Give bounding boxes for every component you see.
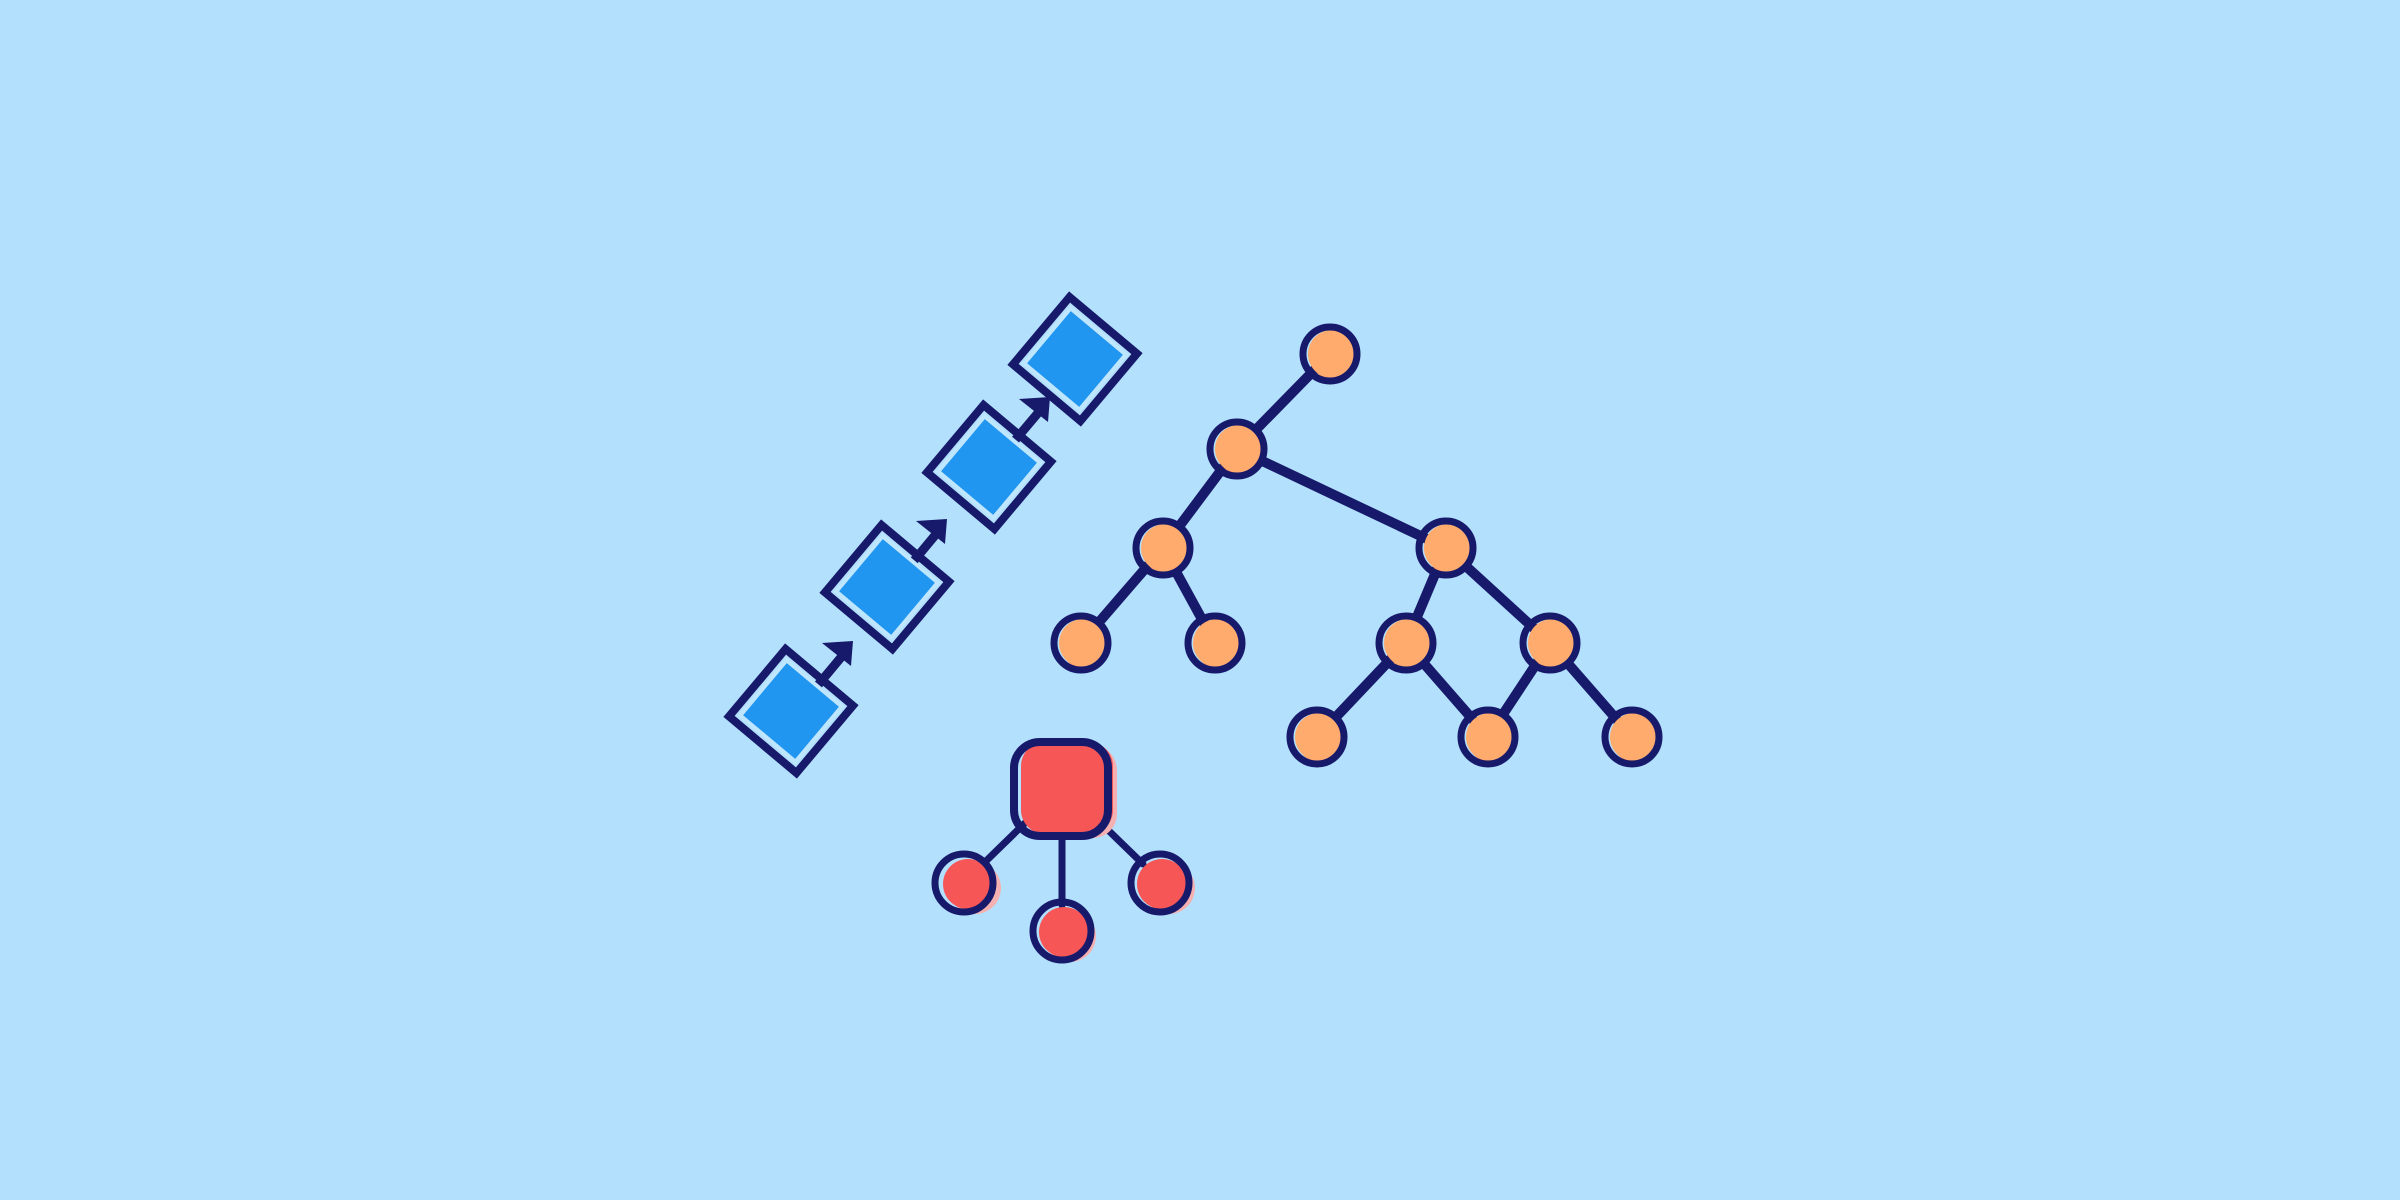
tree-nodes (1050, 323, 1663, 768)
tree-node (1415, 517, 1477, 579)
linked-list-node (723, 643, 859, 779)
star-graph (931, 738, 1195, 964)
binary-tree (1050, 323, 1663, 768)
tree-node (1375, 612, 1437, 674)
tree-node (1286, 706, 1348, 768)
star-graph-leaf (1127, 850, 1195, 916)
tree-node (1457, 706, 1519, 768)
tree-node (1132, 517, 1194, 579)
linked-list-node (819, 519, 955, 655)
tree-edge (1232, 444, 1451, 553)
tree-node (1184, 612, 1246, 674)
star-graph-leaf (1029, 898, 1096, 964)
linked-list-node (1007, 291, 1143, 427)
tree-node (1206, 418, 1268, 480)
tree-node (1050, 612, 1112, 674)
tree-node (1519, 612, 1581, 674)
linked-list (723, 291, 1143, 779)
star-graph-hub (1010, 738, 1117, 840)
linked-list-node (921, 399, 1057, 535)
tree-node (1299, 323, 1361, 385)
star-graph-leaf (931, 850, 1001, 916)
tree-node (1601, 706, 1663, 768)
